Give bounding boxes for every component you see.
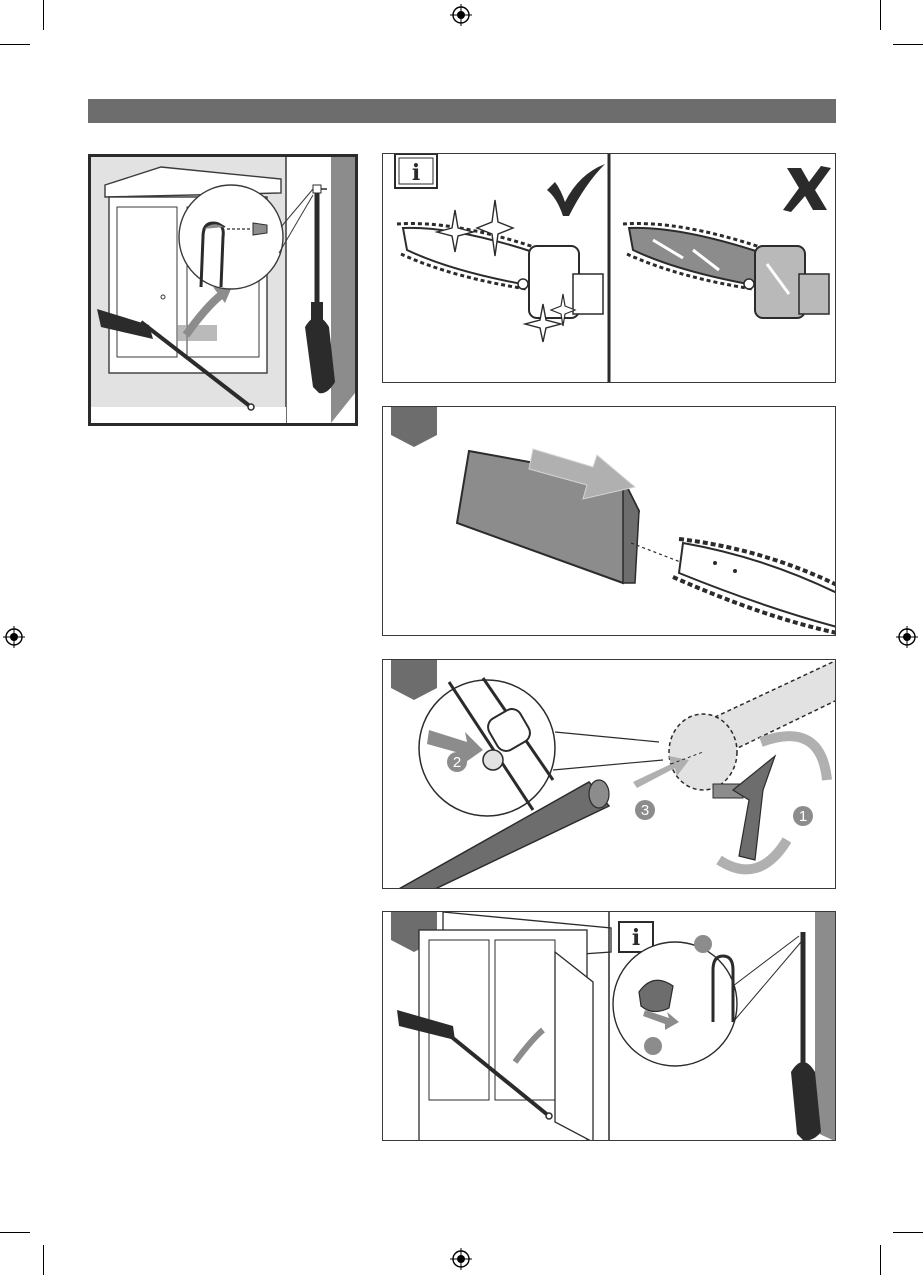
registration-mark-icon xyxy=(450,1248,472,1270)
crop-mark xyxy=(43,0,44,30)
registration-mark-icon xyxy=(3,626,25,648)
cross-mark-icon xyxy=(783,166,831,212)
remove-shaft-illustration: 2 3 1 xyxy=(383,660,836,889)
crop-mark xyxy=(0,1232,30,1233)
crop-mark xyxy=(43,1245,44,1275)
step-badge xyxy=(391,407,437,447)
chain-condition-illustration: i xyxy=(383,154,836,383)
chain-condition-info-panel: i xyxy=(382,153,836,383)
step-remove-shaft-panel: 2 3 1 xyxy=(382,659,836,889)
step-badge xyxy=(391,660,437,700)
check-mark-icon xyxy=(547,164,605,216)
crop-mark xyxy=(0,44,30,45)
registration-mark-icon xyxy=(450,4,472,26)
section-header-bar xyxy=(88,99,836,123)
crop-mark xyxy=(893,1232,923,1233)
registration-mark-icon xyxy=(896,626,918,648)
storage-overview-illustration xyxy=(91,157,355,423)
storage-overview-panel xyxy=(88,154,358,426)
crop-mark xyxy=(893,44,923,45)
info-icon: i xyxy=(412,160,420,186)
callout-number: 2 xyxy=(453,754,461,771)
crop-mark xyxy=(880,1245,881,1275)
crop-mark xyxy=(880,0,881,30)
step-store-tool-panel: i xyxy=(382,911,836,1141)
chain-guard-illustration xyxy=(383,407,836,636)
info-icon: i xyxy=(632,925,640,951)
step-fit-chain-guard-panel xyxy=(382,406,836,636)
callout-number: 3 xyxy=(641,802,649,819)
store-tool-illustration: i xyxy=(383,912,836,1141)
callout-number: 1 xyxy=(799,808,807,825)
